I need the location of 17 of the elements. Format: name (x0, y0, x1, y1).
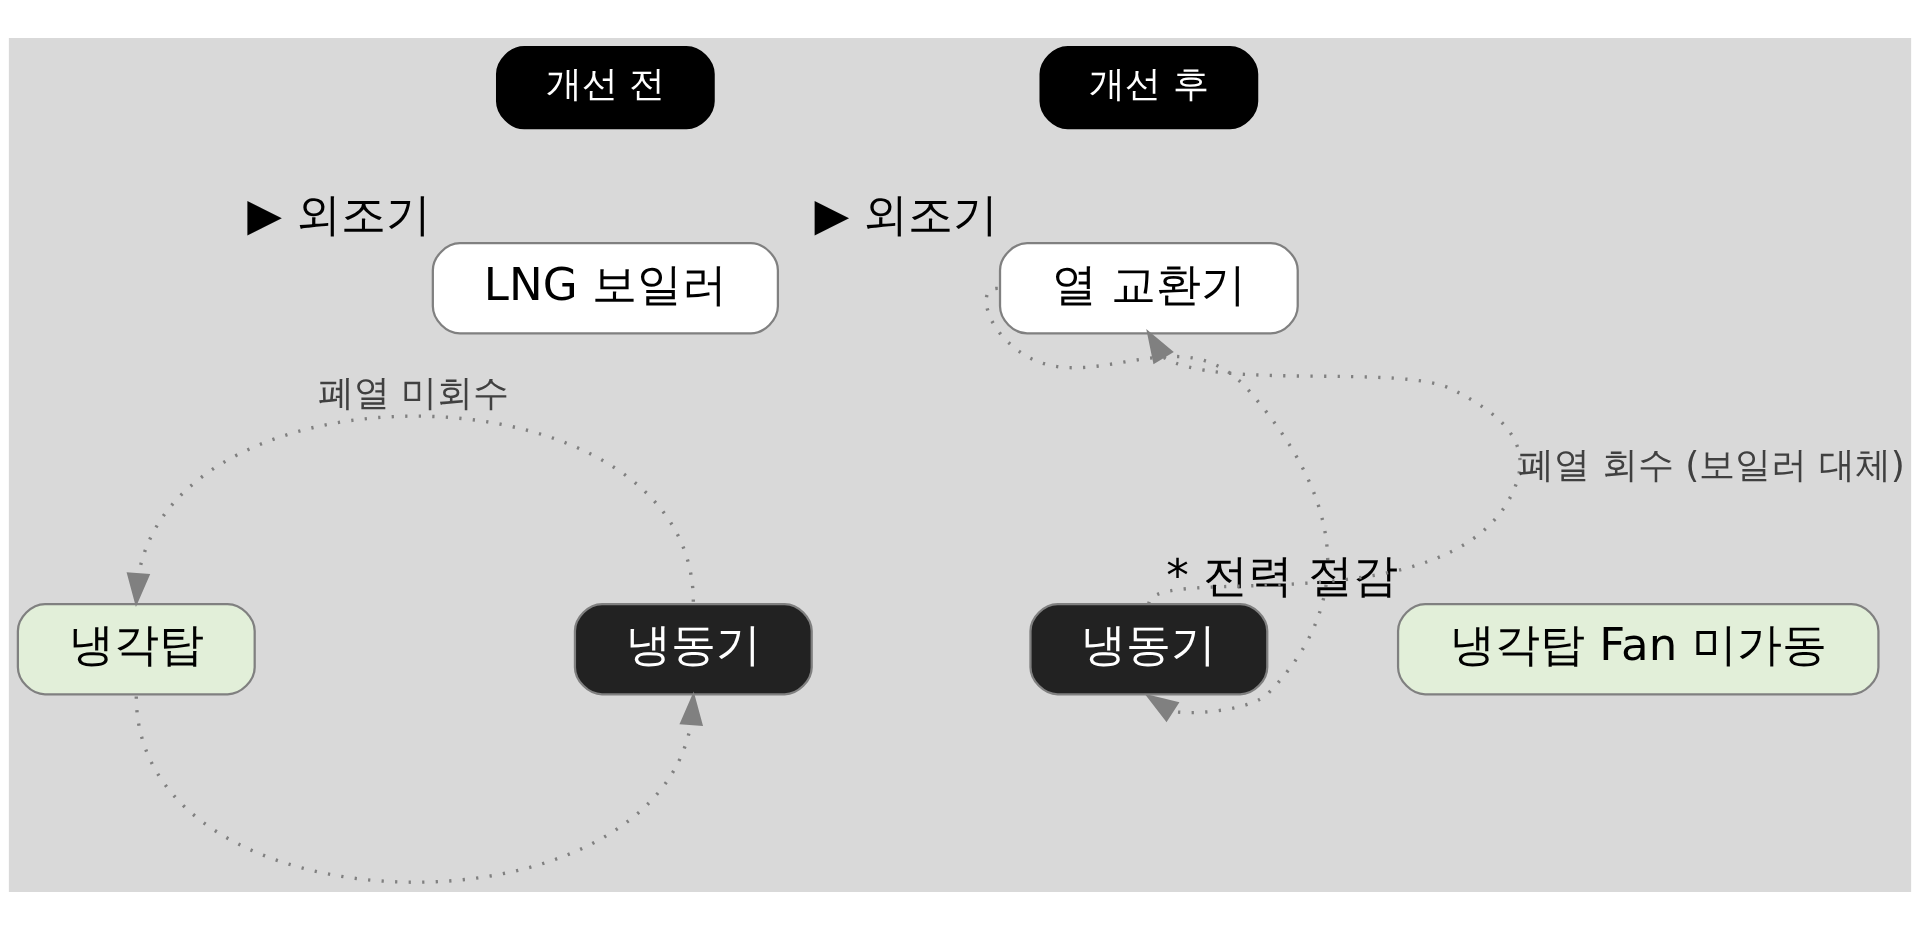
node-label: * 전력 절감 (1166, 548, 1398, 602)
node-box: 냉동기 (573, 602, 813, 696)
arrow (1146, 329, 1522, 606)
arrow (984, 286, 1330, 723)
node-box: 개선 전 (496, 45, 715, 130)
edge-label: 폐열 미회수 (317, 372, 510, 415)
edge-label: 폐열 회수 (보일러 대체) (1518, 444, 1905, 487)
node-box: LNG 보일러 (431, 242, 779, 335)
node-box: 냉각탑 (16, 602, 256, 696)
node-box: 냉동기 (1029, 602, 1269, 696)
node-box: 개선 후 (1039, 45, 1259, 130)
arrow (134, 691, 704, 884)
node-label: ▶ 외조기 (814, 187, 999, 241)
arrow (126, 414, 695, 607)
node-box: 열 교환기 (998, 242, 1299, 335)
node-label: ▶ 외조기 (247, 187, 432, 241)
node-box: 냉각탑 Fan 미가동 (1396, 602, 1880, 696)
